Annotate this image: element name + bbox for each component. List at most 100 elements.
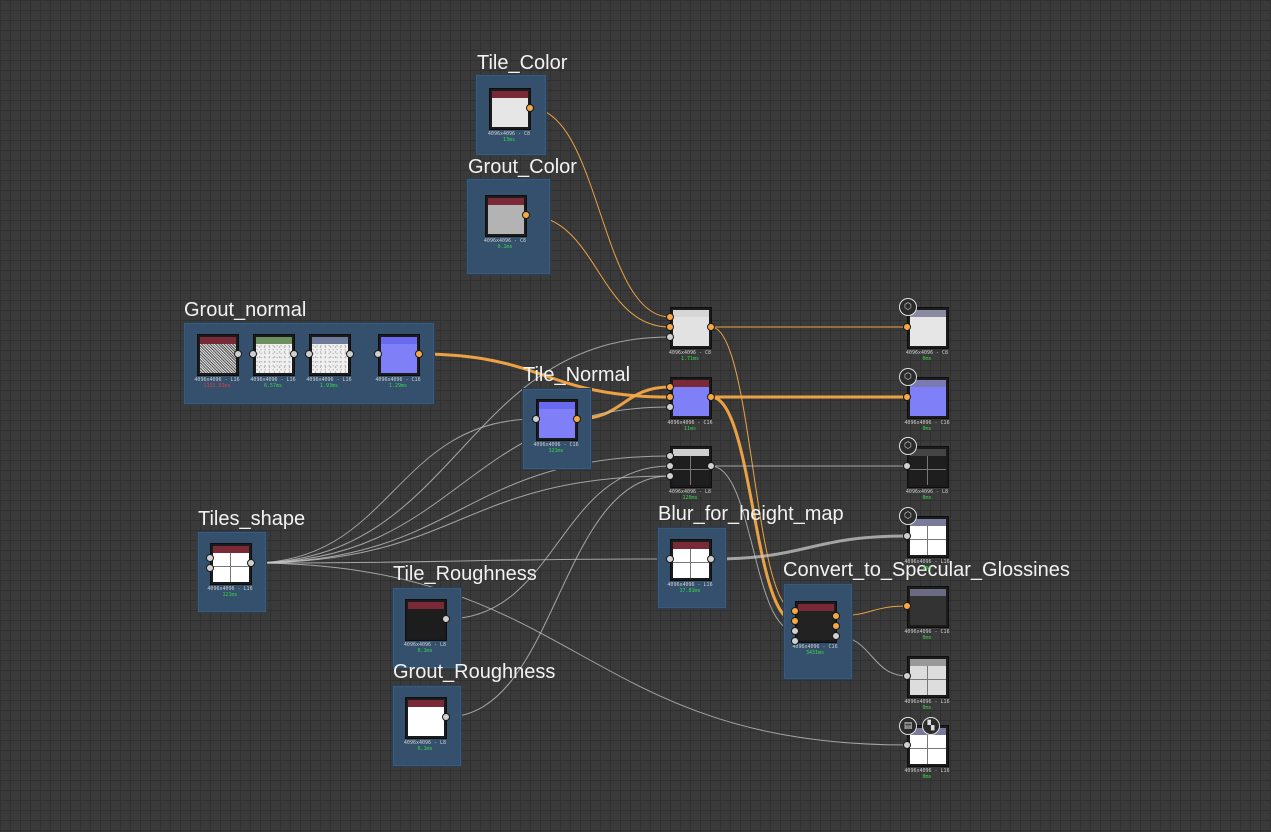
- node-out-height[interactable]: [907, 446, 949, 488]
- node-thumbnail: [910, 310, 946, 346]
- node-tile-normal[interactable]: [536, 399, 578, 441]
- output-port[interactable]: [442, 713, 450, 721]
- input-port[interactable]: [249, 350, 257, 358]
- output-port[interactable]: [832, 622, 840, 630]
- node-grout-noise-3[interactable]: [309, 334, 351, 376]
- frame-title-grout-roughness: Grout_Roughness: [393, 661, 556, 683]
- input-port[interactable]: [903, 741, 911, 749]
- node-out-blurheight[interactable]: [907, 516, 949, 558]
- connection-wire[interactable]: [250, 475, 671, 564]
- node-cook-time: 6.57ms: [263, 383, 283, 389]
- node-blur-height[interactable]: [670, 539, 712, 581]
- output-port[interactable]: [234, 350, 242, 358]
- input-port[interactable]: [666, 452, 674, 460]
- input-port[interactable]: [374, 350, 382, 358]
- node-convert-spec[interactable]: [795, 601, 837, 643]
- input-port[interactable]: [666, 323, 674, 331]
- output-port[interactable]: [832, 612, 840, 620]
- connection-wire[interactable]: [250, 336, 671, 564]
- connection-wire[interactable]: [710, 534, 908, 561]
- node-blend-color[interactable]: [670, 307, 712, 349]
- node-out-normal[interactable]: [907, 377, 949, 419]
- node-thumbnail: [673, 310, 709, 346]
- output-node-icon[interactable]: ⬡: [899, 437, 917, 455]
- connection-wire[interactable]: [250, 406, 671, 564]
- input-port[interactable]: [666, 472, 674, 480]
- node-grout-noise-2[interactable]: [253, 334, 295, 376]
- output-port[interactable]: [290, 350, 298, 358]
- node-tile-roughness[interactable]: [405, 599, 447, 641]
- node-grout-noise-1[interactable]: [197, 334, 239, 376]
- connection-wire[interactable]: [710, 326, 796, 612]
- node-cook-time: 0.1ms: [417, 648, 433, 654]
- document-icon[interactable]: ▤: [899, 717, 917, 735]
- output-port[interactable]: [415, 350, 423, 358]
- output-port[interactable]: [526, 104, 534, 112]
- output-port[interactable]: [707, 323, 715, 331]
- input-port[interactable]: [791, 607, 799, 615]
- input-port[interactable]: [903, 602, 911, 610]
- node-out-basecolor[interactable]: [907, 307, 949, 349]
- connection-wire[interactable]: [529, 107, 671, 318]
- node-tiles-shape[interactable]: [210, 543, 252, 585]
- input-port[interactable]: [791, 637, 799, 645]
- connection-wire[interactable]: [418, 352, 671, 399]
- output-port[interactable]: [707, 462, 715, 470]
- connection-wire[interactable]: [710, 395, 796, 623]
- node-tile-color[interactable]: [489, 88, 531, 130]
- connection-wire[interactable]: [445, 465, 671, 620]
- node-blend-normal[interactable]: [670, 377, 712, 419]
- node-blend-height[interactable]: [670, 446, 712, 488]
- node-grout-normal-out[interactable]: [378, 334, 420, 376]
- input-port[interactable]: [206, 564, 214, 572]
- node-grout-roughness[interactable]: [405, 697, 447, 739]
- output-port[interactable]: [522, 211, 530, 219]
- input-port[interactable]: [903, 462, 911, 470]
- connection-wire[interactable]: [445, 475, 671, 718]
- connection-wire[interactable]: [250, 558, 671, 564]
- input-port[interactable]: [903, 532, 911, 540]
- checker-icon[interactable]: ▚: [922, 717, 940, 735]
- node-cook-time: 11ms: [683, 426, 697, 432]
- input-port[interactable]: [666, 393, 674, 401]
- output-node-icon[interactable]: ⬡: [899, 507, 917, 525]
- input-port[interactable]: [791, 617, 799, 625]
- input-port[interactable]: [666, 383, 674, 391]
- input-port[interactable]: [532, 415, 540, 423]
- output-port[interactable]: [442, 615, 450, 623]
- input-port[interactable]: [666, 462, 674, 470]
- node-cook-time: 0ms: [922, 426, 932, 432]
- input-port[interactable]: [791, 627, 799, 635]
- input-port[interactable]: [903, 323, 911, 331]
- input-port[interactable]: [903, 672, 911, 680]
- input-port[interactable]: [903, 393, 911, 401]
- connection-wire[interactable]: [250, 562, 908, 746]
- output-port[interactable]: [707, 393, 715, 401]
- input-port[interactable]: [305, 350, 313, 358]
- input-port[interactable]: [666, 403, 674, 411]
- output-port[interactable]: [832, 632, 840, 640]
- input-port[interactable]: [666, 313, 674, 321]
- input-port[interactable]: [666, 555, 674, 563]
- node-thumbnail: [673, 449, 709, 485]
- input-port[interactable]: [666, 333, 674, 341]
- connection-wire[interactable]: [250, 455, 671, 564]
- node-cook-time: 1111.31ms: [203, 383, 231, 389]
- output-port[interactable]: [346, 350, 354, 358]
- output-node-icon[interactable]: ⬡: [899, 368, 917, 386]
- input-port[interactable]: [206, 554, 214, 562]
- output-port[interactable]: [247, 559, 255, 567]
- node-out-specular[interactable]: [907, 586, 949, 628]
- node-grout-color[interactable]: [485, 195, 527, 237]
- output-node-icon[interactable]: ⬡: [899, 298, 917, 316]
- connection-wire[interactable]: [250, 418, 537, 564]
- connection-wire[interactable]: [710, 465, 796, 632]
- output-port[interactable]: [573, 415, 581, 423]
- output-port[interactable]: [707, 555, 715, 563]
- frame-title-tiles-shape: Tiles_shape: [198, 508, 306, 530]
- node-out-gloss[interactable]: [907, 656, 949, 698]
